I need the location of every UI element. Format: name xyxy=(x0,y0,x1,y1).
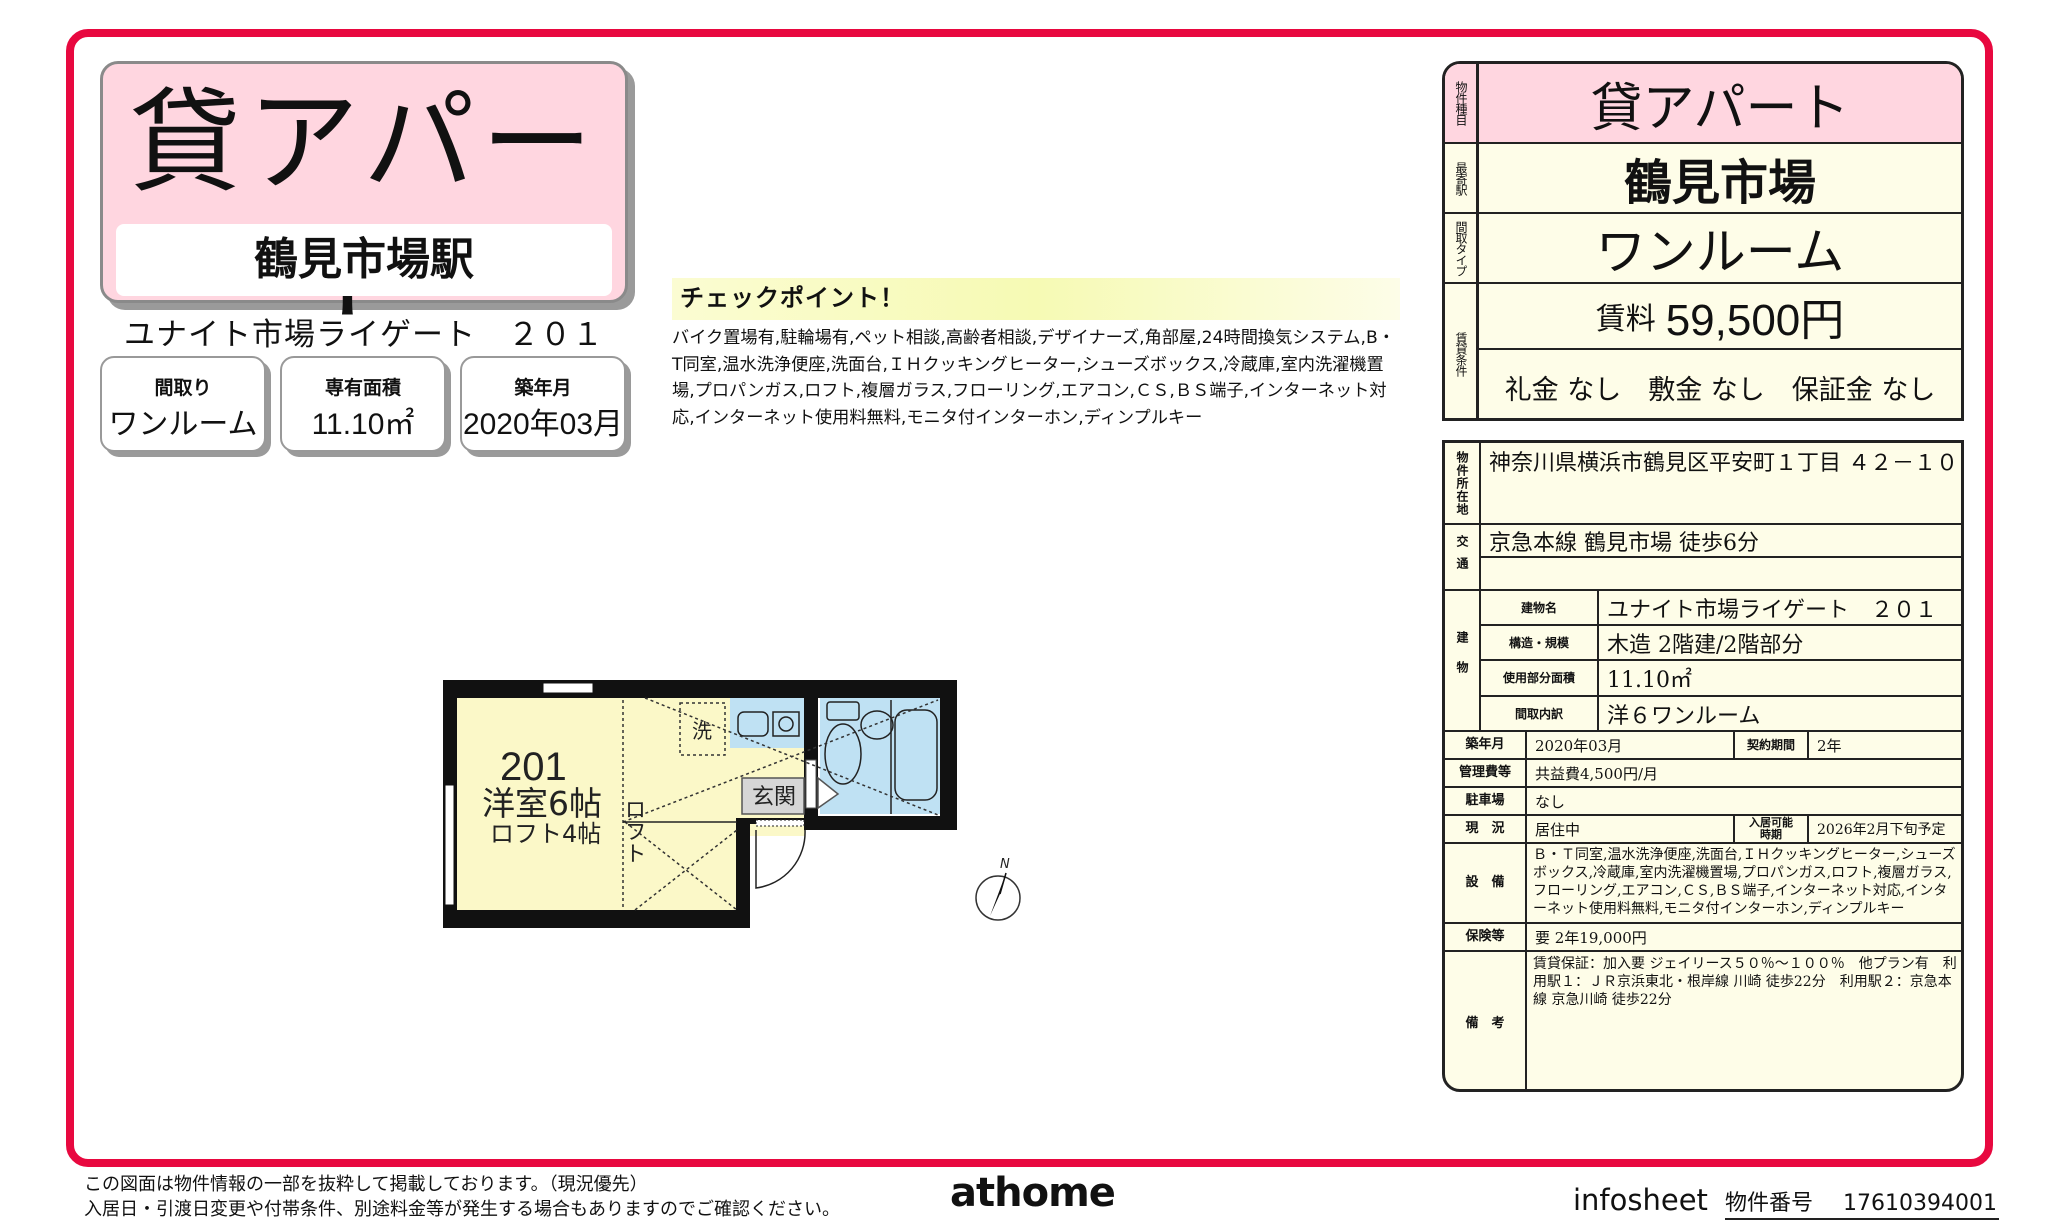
parking-label: 駐車場 xyxy=(1445,788,1527,816)
fact-card-area: 専有面積 11.10㎡ xyxy=(280,356,446,452)
summary-value-type: 貸アパート xyxy=(1590,78,1850,139)
property-number-value: 17610394001 xyxy=(1843,1191,1997,1216)
nearest-station: 鶴見市場駅 xyxy=(116,224,612,296)
address-value: 神奈川県横浜市鶴見区平安町１丁目 ４２－１０ xyxy=(1481,443,1961,525)
disclaimer-line-1: この図面は物件情報の一部を抜粋して掲載しております。（現況優先） xyxy=(84,1174,648,1195)
address-label-text: 物件所在地 xyxy=(1455,450,1469,516)
building-label-text: 建物 xyxy=(1455,630,1469,691)
summary-table: 物件種目 貸アパート 最寄駅 鶴見市場 間取タイプ ワンルーム 賃貸条件 賃料 … xyxy=(1442,61,1964,421)
movein-label: 入居可能時期 xyxy=(1735,816,1809,844)
transport-label: 交通 xyxy=(1445,525,1481,591)
layout-detail-label: 間取内訳 xyxy=(1481,697,1599,732)
summary-label: 間取タイプ xyxy=(1445,214,1479,282)
fact-card-layout: 間取り ワンルーム xyxy=(100,356,266,452)
remarks-label: 備 考 xyxy=(1445,952,1527,1089)
transport-label-text: 交通 xyxy=(1455,535,1469,579)
status-label: 現 況 xyxy=(1445,816,1527,844)
summary-row-layout: 間取タイプ ワンルーム xyxy=(1445,214,1961,284)
layout-detail-value: 洋６ワンルーム xyxy=(1599,697,1961,732)
rent-value: 59,500円 xyxy=(1665,296,1845,345)
parking-value: なし xyxy=(1527,788,1961,816)
summary-row-type: 物件種目 貸アパート xyxy=(1445,64,1961,144)
loft-vertical-label: ロフト xyxy=(621,798,646,864)
summary-row-station: 最寄駅 鶴見市場 xyxy=(1445,144,1961,214)
deposit-conditions: 礼金 なし 敷金 なし 保証金 なし xyxy=(1504,374,1936,406)
north-label: N xyxy=(1000,857,1010,872)
transport-line-1: 京急本線 鶴見市場 徒歩6分 xyxy=(1481,525,1961,558)
fact-value: 2020年03月 xyxy=(462,408,624,441)
loft-size: ロフト4帖 xyxy=(490,820,601,848)
summary-label: 最寄駅 xyxy=(1445,144,1479,212)
fact-label: 間取り xyxy=(154,377,212,399)
building-name: ユナイト市場ライゲート ２０１ xyxy=(124,317,604,353)
built-label: 築年月 xyxy=(1445,732,1527,760)
structure-label: 構造・規模 xyxy=(1481,626,1599,661)
contract-label: 契約期間 xyxy=(1735,732,1809,760)
property-number-label: 物件番号 xyxy=(1725,1191,1814,1216)
checkpoint-header: チェックポイント！ xyxy=(672,278,1400,320)
summary-value-layout: ワンルーム xyxy=(1595,223,1845,281)
fact-label: 専有面積 xyxy=(324,377,401,399)
equipment-value: Ｂ・Ｔ同室,温水洗浄便座,洗面台,ＩＨクッキングヒーター,シューズボックス,冷蔵… xyxy=(1527,844,1961,924)
fact-card-built: 築年月 2020年03月 xyxy=(460,356,626,452)
summary-row-rent: 賃貸条件 賃料 59,500円 礼金 なし 敷金 なし 保証金 なし xyxy=(1445,284,1961,418)
checkpoint-title: チェックポイント！ xyxy=(680,284,905,312)
summary-label: 賃貸条件 xyxy=(1445,284,1479,418)
athome-logo: athome xyxy=(950,1170,1116,1216)
checkpoint-body: バイク置場有,駐輪場有,ペット相談,高齢者相談,デザイナーズ,角部屋,24時間換… xyxy=(672,328,1395,428)
key-facts: 間取り ワンルーム 専有面積 11.10㎡ 築年月 2020年03月 xyxy=(100,356,628,456)
infosheet-label: infosheet xyxy=(1573,1183,1708,1217)
structure-value: 木造 2階建/2階部分 xyxy=(1599,626,1961,661)
room-type: 洋室6帖 xyxy=(482,784,602,823)
remarks-value: 賃貸保証：加入要 ジェイリース５０％～１００％ 他プラン有 利用駅１：ＪＲ京浜東… xyxy=(1533,956,1957,1008)
north-compass-icon: N xyxy=(975,857,1021,921)
insurance-label: 保険等 xyxy=(1445,924,1527,952)
property-type-card: 貸アパート 鶴見市場駅 xyxy=(100,61,628,338)
fact-label: 築年月 xyxy=(514,377,572,399)
rent-label: 賃料 xyxy=(1595,302,1656,337)
floor-plan: 洗 玄関 201 洋室6帖 ロフト4帖 ロフト N xyxy=(443,680,1021,928)
disclaimer: この図面は物件情報の一部を抜粋して掲載しております。（現況優先） 入居日・引渡日… xyxy=(84,1172,840,1222)
floor-area-label: 使用部分面積 xyxy=(1481,661,1599,697)
summary-label: 物件種目 xyxy=(1445,64,1479,142)
property-type-title: 貸アパート xyxy=(129,78,599,338)
laundry-label: 洗 xyxy=(692,719,712,743)
property-number: 物件番号 17610394001 xyxy=(1725,1190,1999,1220)
insurance-value: 要 2年19,000円 xyxy=(1527,924,1961,952)
building-label: 建物 xyxy=(1445,591,1481,732)
mgmt-fee-label: 管理費等 xyxy=(1445,760,1527,788)
fact-value: 11.10㎡ xyxy=(311,408,415,441)
detail-table: 物件所在地 神奈川県横浜市鶴見区平安町１丁目 ４２－１０ 交通 京急本線 鶴見市… xyxy=(1442,440,1964,1092)
summary-value-station: 鶴見市場 xyxy=(1623,155,1816,211)
building-name-label: 建物名 xyxy=(1481,591,1599,626)
entrance-label: 玄関 xyxy=(752,785,796,810)
mgmt-fee-value: 共益費4,500円/月 xyxy=(1527,760,1961,788)
movein-value: 2026年2月下旬予定 xyxy=(1809,816,1961,844)
status-value: 居住中 xyxy=(1527,816,1735,844)
equipment-label: 設 備 xyxy=(1445,844,1527,924)
building-name-value: ユナイト市場ライゲート ２０１ xyxy=(1599,591,1961,626)
disclaimer-line-2: 入居日・引渡日変更や付帯条件、別途料金等が発生する場合もありますのでご確認くださ… xyxy=(84,1199,840,1220)
transport-line-2 xyxy=(1481,558,1961,591)
fact-value: ワンルーム xyxy=(108,408,258,441)
rent-line: 賃料 59,500円 xyxy=(1479,284,1961,350)
floor-area-value: 11.10㎡ xyxy=(1599,661,1961,697)
address-label: 物件所在地 xyxy=(1445,443,1481,525)
built-value: 2020年03月 xyxy=(1527,732,1735,760)
contract-value: 2年 xyxy=(1809,732,1961,760)
room-number: 201 xyxy=(500,745,567,789)
